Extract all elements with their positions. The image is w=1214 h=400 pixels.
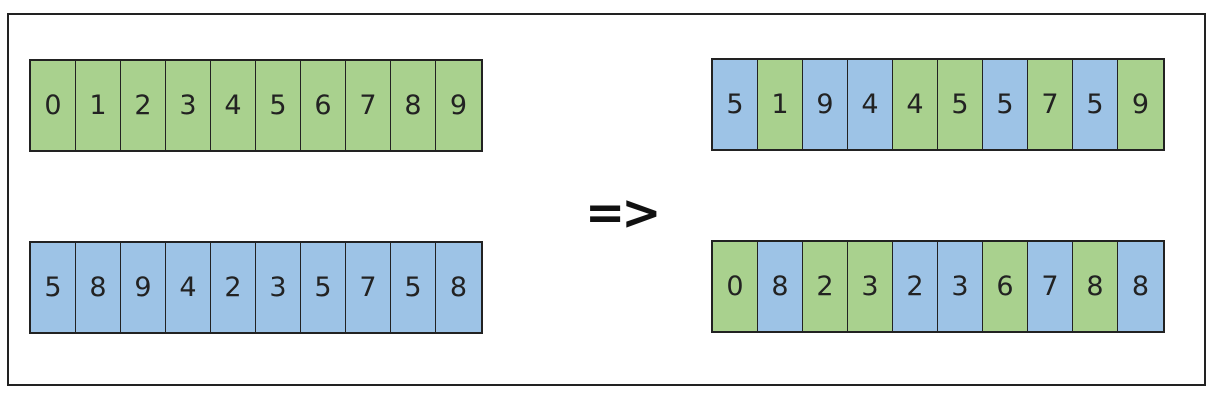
array-cell: 8 [758,242,803,331]
array-cell: 0 [713,242,758,331]
array-cell: 7 [346,61,391,150]
array-cell: 5 [938,60,983,149]
array-cell: 2 [121,61,166,150]
array-cell: 0 [31,61,76,150]
array-cell: 9 [436,61,481,150]
array-cell: 3 [256,243,301,332]
array-cell: 5 [31,243,76,332]
array-cell: 5 [1073,60,1118,149]
array-cell: 3 [166,61,211,150]
array-cell: 8 [391,61,436,150]
array-cell: 9 [803,60,848,149]
array-cell: 4 [211,61,256,150]
array-cell: 8 [436,243,481,332]
array-cell: 1 [76,61,121,150]
array-cell: 1 [758,60,803,149]
array-cell: 6 [301,61,346,150]
array-cell: 4 [893,60,938,149]
array-cell: 7 [1028,242,1073,331]
array-cell: 2 [893,242,938,331]
array-cell: 9 [121,243,166,332]
array-cell: 4 [166,243,211,332]
array-cell: 5 [391,243,436,332]
array-cell: 3 [848,242,893,331]
array-cell: 8 [76,243,121,332]
array-cell: 5 [301,243,346,332]
array-cell: 5 [713,60,758,149]
array-cell: 7 [346,243,391,332]
array-cell: 9 [1118,60,1163,149]
array-cell: 2 [803,242,848,331]
array-cell: 2 [211,243,256,332]
array-cell: 5 [256,61,301,150]
arrow-label: => [585,185,661,241]
array-cell: 4 [848,60,893,149]
array-cell: 6 [983,242,1028,331]
array-cell: 5 [983,60,1028,149]
array-cell: 3 [938,242,983,331]
array-cell: 8 [1118,242,1163,331]
array-cell: 7 [1028,60,1073,149]
array-cell: 8 [1073,242,1118,331]
